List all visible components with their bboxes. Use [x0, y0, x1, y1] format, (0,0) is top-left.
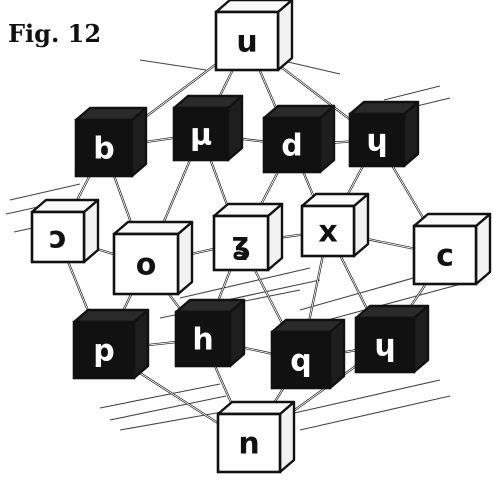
letter-cube-mid-left: ɔ [30, 198, 100, 264]
cube-letter: u [236, 25, 257, 60]
letter-cube-lower-3: q [270, 318, 346, 390]
cube-letter: ɔ [49, 221, 67, 256]
motion-line [179, 267, 311, 299]
cube-letter: ʓ [231, 227, 250, 262]
cube-letter: h [192, 323, 213, 358]
motion-line [383, 85, 441, 101]
cube-letter: ɥ [374, 329, 395, 364]
letter-cube-mid-right: c [412, 212, 492, 286]
letter-cube-bottom: n [216, 400, 296, 474]
cube-group: u b µ d ɥ ɔ ʓ x o c h p q ɥ n [30, 0, 492, 474]
letter-cube-mid-center: ʓ [212, 202, 284, 272]
letter-cube-upper-4: ɥ [348, 100, 420, 168]
letter-cube-upper-3: d [262, 104, 336, 174]
letter-cube-top: u [214, 0, 294, 72]
motion-line [9, 183, 81, 201]
cube-letter: ɥ [366, 124, 387, 159]
letter-cube-lower-4: ɥ [354, 304, 430, 374]
letter-cube-upper-1: b [74, 106, 148, 178]
letter-cube-mid-o: o [112, 220, 194, 296]
letter-cube-mid-x: x [300, 192, 370, 258]
motion-line [287, 61, 341, 75]
letter-cube-upper-2: µ [172, 94, 244, 162]
motion-line [139, 59, 207, 71]
figure-label: Fig. 12 [8, 19, 101, 48]
cube-letter: n [238, 427, 259, 462]
motion-line [109, 395, 227, 421]
cube-letter: b [93, 132, 114, 167]
motion-line [99, 383, 221, 409]
motion-line [289, 379, 441, 415]
cube-letter: µ [190, 118, 212, 153]
motion-line [319, 279, 477, 323]
letter-cube-lower-1: p [72, 308, 150, 380]
cube-letter: x [318, 215, 337, 250]
cube-letter: o [136, 248, 157, 283]
cube-letter: d [281, 129, 302, 164]
cube-letter: c [436, 239, 454, 274]
letter-cube-lower-2: h [174, 298, 246, 368]
cube-letter: q [290, 344, 311, 379]
cube-letter: p [93, 334, 114, 369]
motion-line [299, 395, 451, 431]
